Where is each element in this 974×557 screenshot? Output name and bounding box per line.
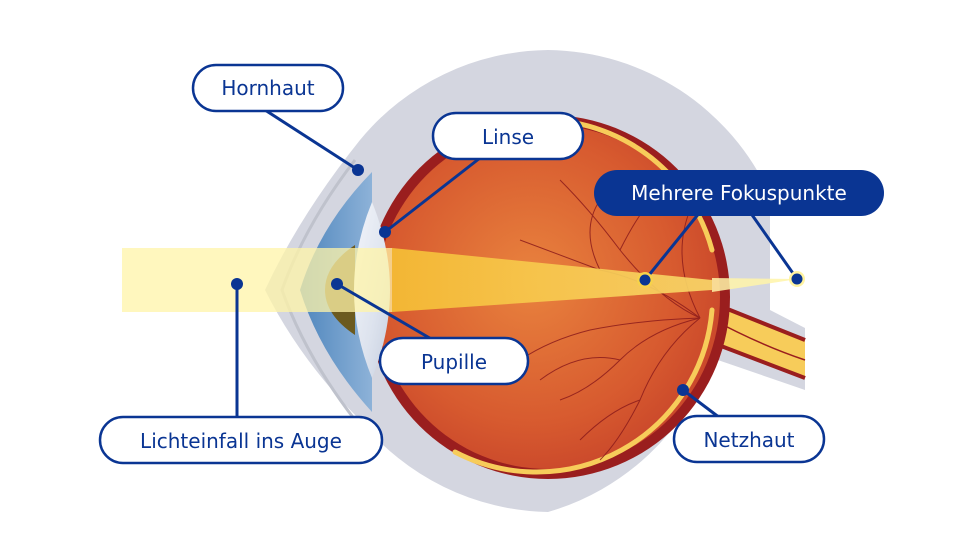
label-light-entry-text: Lichteinfall ins Auge (140, 429, 342, 453)
retina-dot (677, 384, 689, 396)
label-cornea: Hornhaut (191, 63, 345, 113)
lens-dot (379, 226, 391, 238)
label-light-entry: Lichteinfall ins Auge (98, 415, 384, 465)
label-focal-points-text: Mehrere Fokuspunkte (631, 181, 847, 205)
label-retina: Netzhaut (672, 414, 826, 464)
focus-beam (392, 248, 712, 312)
label-pupil-text: Pupille (421, 350, 487, 374)
label-cornea-text: Hornhaut (221, 76, 314, 100)
label-focal-points: Mehrere Fokuspunkte (594, 170, 884, 216)
pupil-dot (331, 278, 343, 290)
focus-beam-extension (712, 278, 798, 292)
label-retina-text: Netzhaut (703, 428, 794, 452)
leader-dots (231, 164, 805, 396)
light-entry-dot (231, 278, 243, 290)
label-lens-text: Linse (482, 125, 534, 149)
focus-dot-outer-core (791, 273, 803, 285)
light-beam (122, 248, 392, 312)
focus-dot-inner-core (639, 274, 651, 286)
cornea-dot (352, 164, 364, 176)
leader-lines (235, 108, 799, 420)
label-pupil: Pupille (378, 336, 530, 386)
label-lens: Linse (431, 111, 585, 161)
